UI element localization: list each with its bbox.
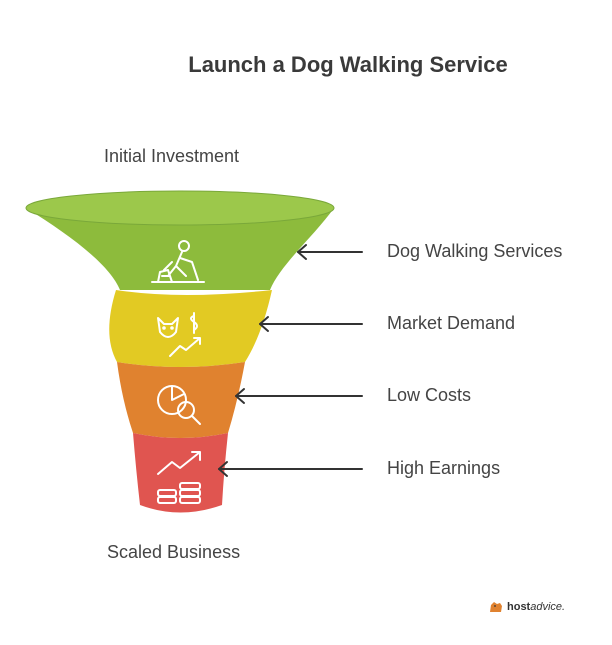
dog-walker-icon [151, 240, 205, 283]
dog-money-growth-icon [157, 312, 201, 357]
funnel-stage-4 [133, 433, 228, 513]
stage-1-arrow [297, 244, 363, 260]
coins-growth-icon [157, 451, 201, 504]
funnel-stage-2 [109, 290, 272, 367]
funnel-rim [25, 190, 335, 226]
dog-logo-icon [490, 602, 502, 612]
funnel-top-label: Initial Investment [104, 146, 240, 166]
stage-1-label: Dog Walking Services [387, 241, 563, 261]
stage-4-label: High Earnings [387, 458, 501, 478]
brand-host: host [507, 601, 531, 613]
stage-2-arrow [259, 316, 363, 332]
hostadvice-logo: hostadvice. [488, 600, 565, 614]
stage-2-label: Market Demand [387, 313, 516, 333]
diagram-title: Launch a Dog Walking Service [188, 52, 508, 77]
funnel-bottom-label: Scaled Business [107, 542, 241, 562]
stage-3-arrow [235, 388, 363, 404]
stage-4-arrow [218, 461, 363, 477]
pie-chart-magnifier-icon [157, 385, 201, 425]
funnel-stage-3 [117, 362, 245, 438]
brand-advice: advice. [530, 601, 566, 613]
stage-3-label: Low Costs [387, 385, 472, 405]
